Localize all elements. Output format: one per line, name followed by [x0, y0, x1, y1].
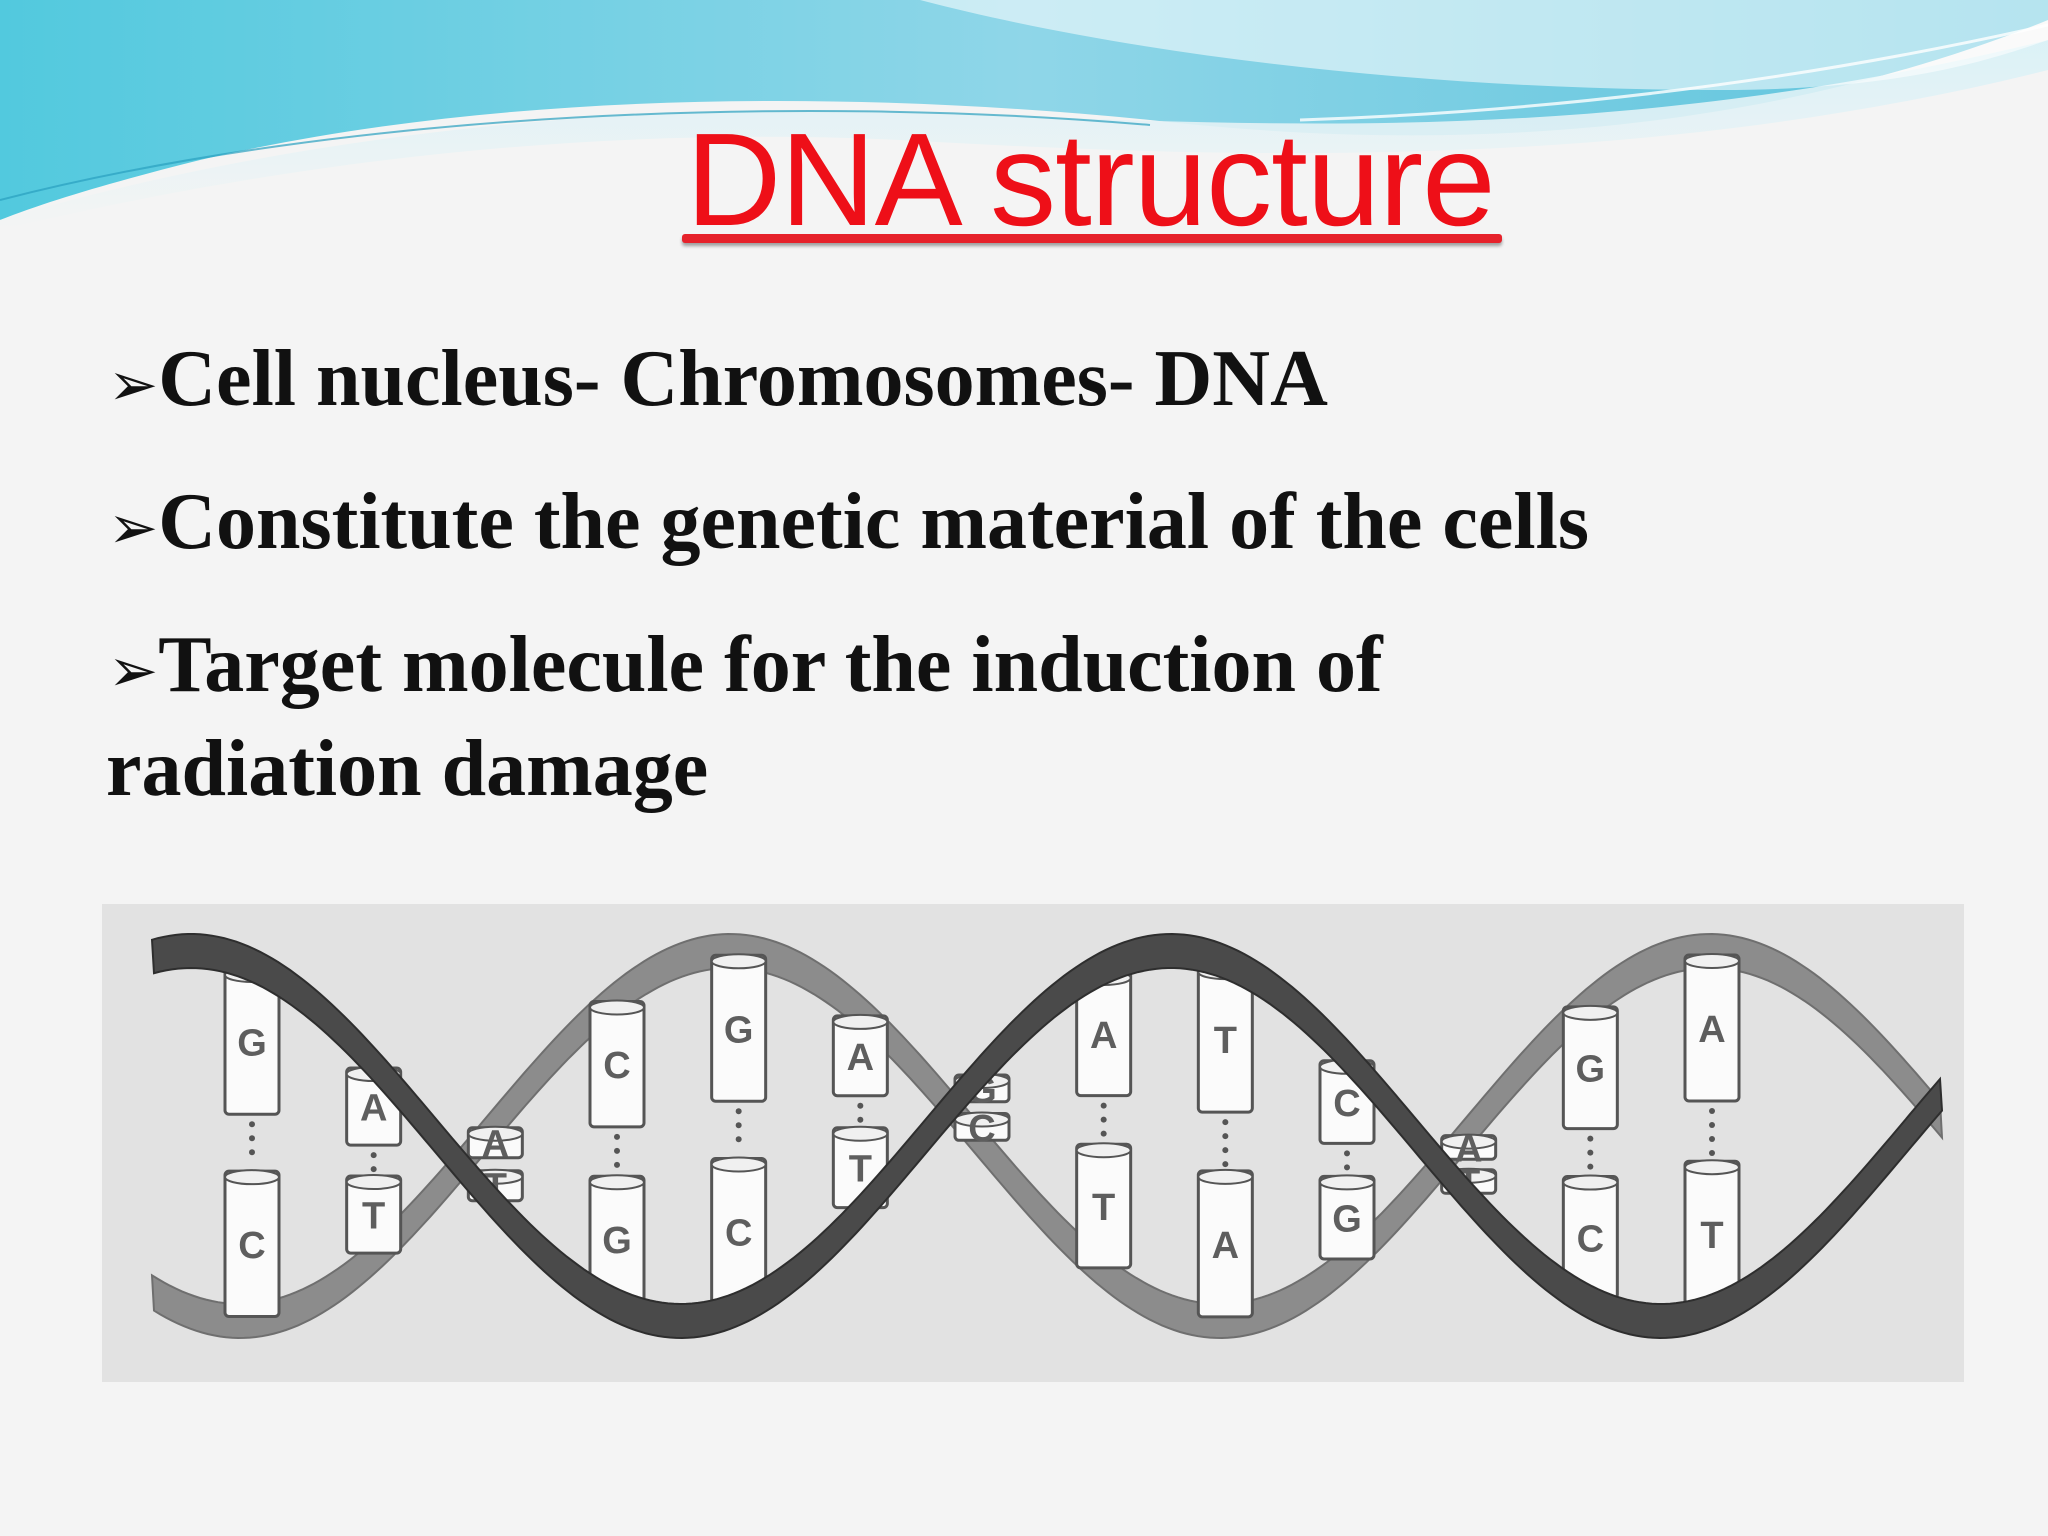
hydrogen-bond-dot — [1222, 1119, 1229, 1126]
arrow-bullet-icon: ➢ — [108, 493, 159, 563]
hydrogen-bond-dot — [1587, 1163, 1594, 1170]
base-letter: A — [1455, 1128, 1482, 1170]
hydrogen-bond-dot — [1222, 1147, 1229, 1154]
base-letter: T — [1214, 1020, 1237, 1062]
base-cylinder-top-cap — [1440, 1133, 1497, 1150]
base-cylinder-top-cap — [589, 999, 645, 1016]
base-letter: A — [847, 1037, 874, 1079]
hydrogen-bond-dot — [614, 1161, 620, 1168]
hydrogen-bond-dot — [1100, 1116, 1107, 1123]
hydrogen-bond-dot — [1587, 1149, 1594, 1156]
base-cylinder-top-cap — [1684, 953, 1740, 970]
base-cylinder-bottom-cap — [1075, 1142, 1132, 1159]
hydrogen-bond-dot — [735, 1136, 742, 1143]
hydrogen-bond-dot — [1222, 1161, 1229, 1168]
base-cylinder-bottom-cap — [224, 1169, 280, 1186]
base-letter: T — [1092, 1187, 1115, 1229]
bullet-text-continuation: radiation damage — [106, 725, 709, 813]
base-cylinder-top-cap — [1562, 1004, 1619, 1021]
bullet-item: ➢Target molecule for the induction of ra… — [106, 616, 1988, 818]
hydrogen-bond-dot — [370, 1152, 377, 1159]
base-cylinder-top-cap — [832, 1013, 889, 1030]
hydrogen-bond-dot — [370, 1166, 377, 1173]
base-letter: C — [1577, 1218, 1604, 1260]
hydrogen-bond-dot — [1709, 1136, 1715, 1143]
base-letter: T — [362, 1196, 385, 1238]
base-letter: G — [1332, 1199, 1362, 1241]
base-cylinder-bottom-cap — [710, 1156, 767, 1173]
hydrogen-bond-dot — [1709, 1150, 1715, 1157]
bullet-item: ➢Constitute the genetic material of the … — [108, 473, 1988, 577]
base-letter: C — [725, 1212, 752, 1254]
hydrogen-bond-dot — [1587, 1135, 1594, 1142]
hydrogen-bond-dot — [857, 1116, 864, 1123]
base-letter: A — [360, 1088, 387, 1130]
hydrogen-bond-dot — [614, 1147, 620, 1154]
dna-helix-illustration: GCATATCGGCATGCATTACGATGCAT — [150, 932, 1944, 1340]
slide-title: DNA structure — [686, 106, 1496, 253]
base-cylinder-bottom-cap — [1562, 1174, 1619, 1191]
base-letter: A — [1090, 1015, 1117, 1057]
bullet-text: Target molecule for the induction of — [158, 621, 1383, 709]
base-cylinder-bottom-cap — [1319, 1174, 1375, 1191]
base-letter: A — [1212, 1225, 1239, 1267]
base-letter: C — [968, 1108, 995, 1150]
hydrogen-bond-dot — [1344, 1164, 1350, 1171]
base-cylinder-bottom-cap — [589, 1174, 645, 1191]
hydrogen-bond-dot — [1709, 1122, 1715, 1129]
base-letter: G — [1576, 1049, 1606, 1091]
base-letter: T — [849, 1149, 872, 1191]
base-cylinder-top-cap — [710, 953, 767, 970]
hydrogen-bond-dot — [249, 1135, 255, 1142]
base-cylinder-bottom-cap — [1197, 1168, 1254, 1185]
bullet-item: ➢Cell nucleus- Chromosomes- DNA — [108, 330, 1988, 434]
base-letter: C — [603, 1045, 630, 1087]
base-letter: G — [602, 1220, 632, 1262]
dna-front-strand — [150, 932, 1944, 1340]
base-cylinder-bottom-cap — [345, 1174, 402, 1191]
arrow-bullet-icon: ➢ — [108, 636, 159, 706]
bullet-text: Cell nucleus- Chromosomes- DNA — [158, 335, 1328, 423]
base-cylinder-bottom-cap — [832, 1125, 889, 1142]
hydrogen-bond-dot — [1222, 1133, 1229, 1140]
hydrogen-bond-dot — [1709, 1108, 1715, 1115]
base-letter: G — [724, 1009, 754, 1051]
hydrogen-bond-dot — [1100, 1102, 1107, 1109]
arrow-bullet-icon: ➢ — [108, 350, 159, 420]
hydrogen-bond-dot — [735, 1122, 742, 1129]
hydrogen-bond-dot — [614, 1133, 620, 1140]
base-letter: C — [238, 1225, 265, 1267]
base-letter: C — [1333, 1083, 1360, 1125]
base-pair-group: GCATATCGGCATGCATTACGATGCAT — [223, 953, 1741, 1319]
base-letter: G — [237, 1023, 267, 1065]
hydrogen-bond-dot — [857, 1102, 864, 1109]
base-letter: T — [1700, 1215, 1723, 1257]
bullet-text: Constitute the genetic material of the c… — [158, 478, 1589, 566]
base-letter: A — [482, 1124, 509, 1166]
dna-double-helix-figure: GCATATCGGCATGCATTACGATGCAT — [102, 904, 1964, 1382]
base-letter: A — [1698, 1009, 1725, 1051]
base-cylinder-top-cap — [467, 1125, 524, 1142]
base-cylinder-bottom-cap — [1684, 1159, 1740, 1176]
header-wave-decoration — [0, 0, 2048, 230]
hydrogen-bond-dot — [249, 1121, 255, 1128]
hydrogen-bond-dot — [249, 1149, 255, 1156]
hydrogen-bond-dot — [1344, 1150, 1350, 1157]
title-underline — [682, 234, 1502, 243]
hydrogen-bond-dot — [1100, 1130, 1107, 1137]
hydrogen-bond-dot — [735, 1108, 742, 1115]
